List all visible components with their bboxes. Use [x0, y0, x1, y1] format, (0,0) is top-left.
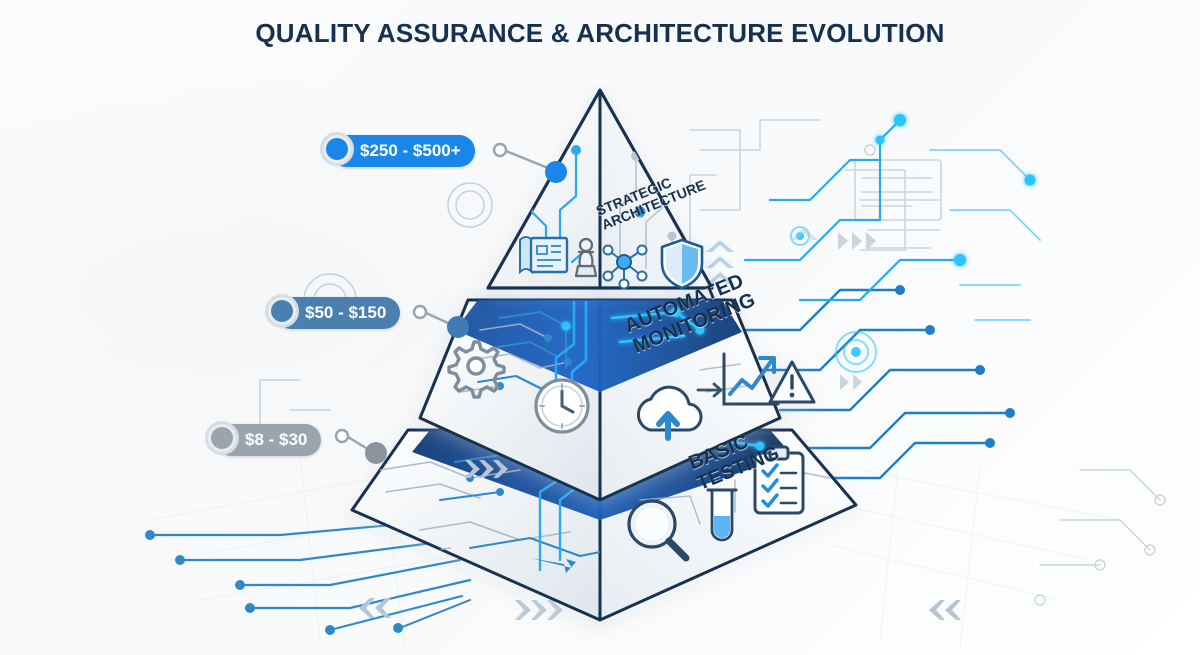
- price-badge-automated-monitoring[interactable]: $50 - $150: [265, 294, 401, 329]
- network-nodes-icon: [602, 244, 648, 290]
- page-title: QUALITY ASSURANCE & ARCHITECTURE EVOLUTI…: [255, 18, 945, 48]
- line-chart-arrow-icon: [722, 352, 780, 406]
- badge-dot-icon: [211, 427, 233, 449]
- badge-dot-icon: [326, 138, 348, 160]
- clipboard-checklist-icon: [753, 445, 805, 515]
- price-badge-label: $250 - $500+: [360, 141, 461, 160]
- background-circuit-left: [145, 182, 1166, 635]
- badge-ring-icon: [320, 132, 354, 166]
- pyramid-tier-middle[interactable]: [418, 298, 816, 502]
- blueprint-icon: [519, 236, 569, 275]
- badge-dot-icon: [271, 300, 293, 322]
- chevron-up-icons: [706, 228, 818, 284]
- pyramid-tier-top[interactable]: [486, 88, 714, 290]
- connector-bottom: [334, 428, 387, 464]
- cloud-upload-icon: [636, 385, 703, 441]
- price-badge-basic-testing[interactable]: $8 - $30: [205, 421, 322, 456]
- clock-icon: [534, 378, 590, 434]
- connector-middle: [412, 304, 469, 338]
- shield-icon: [660, 238, 704, 290]
- price-badge-strategic-architecture[interactable]: $250 - $500+: [320, 132, 475, 167]
- background-circuit-right: [689, 114, 1041, 480]
- chess-piece-icon: [574, 237, 598, 278]
- price-badge-label: $8 - $30: [245, 430, 308, 449]
- connector-top: [492, 142, 567, 183]
- test-tube-icon: [706, 488, 738, 542]
- arrow-right-icon: [696, 382, 723, 398]
- price-badge-label: $50 - $150: [305, 303, 387, 322]
- gear-icon: [447, 340, 506, 399]
- warning-triangle-icon: [768, 360, 816, 404]
- magnifier-icon: [627, 499, 690, 562]
